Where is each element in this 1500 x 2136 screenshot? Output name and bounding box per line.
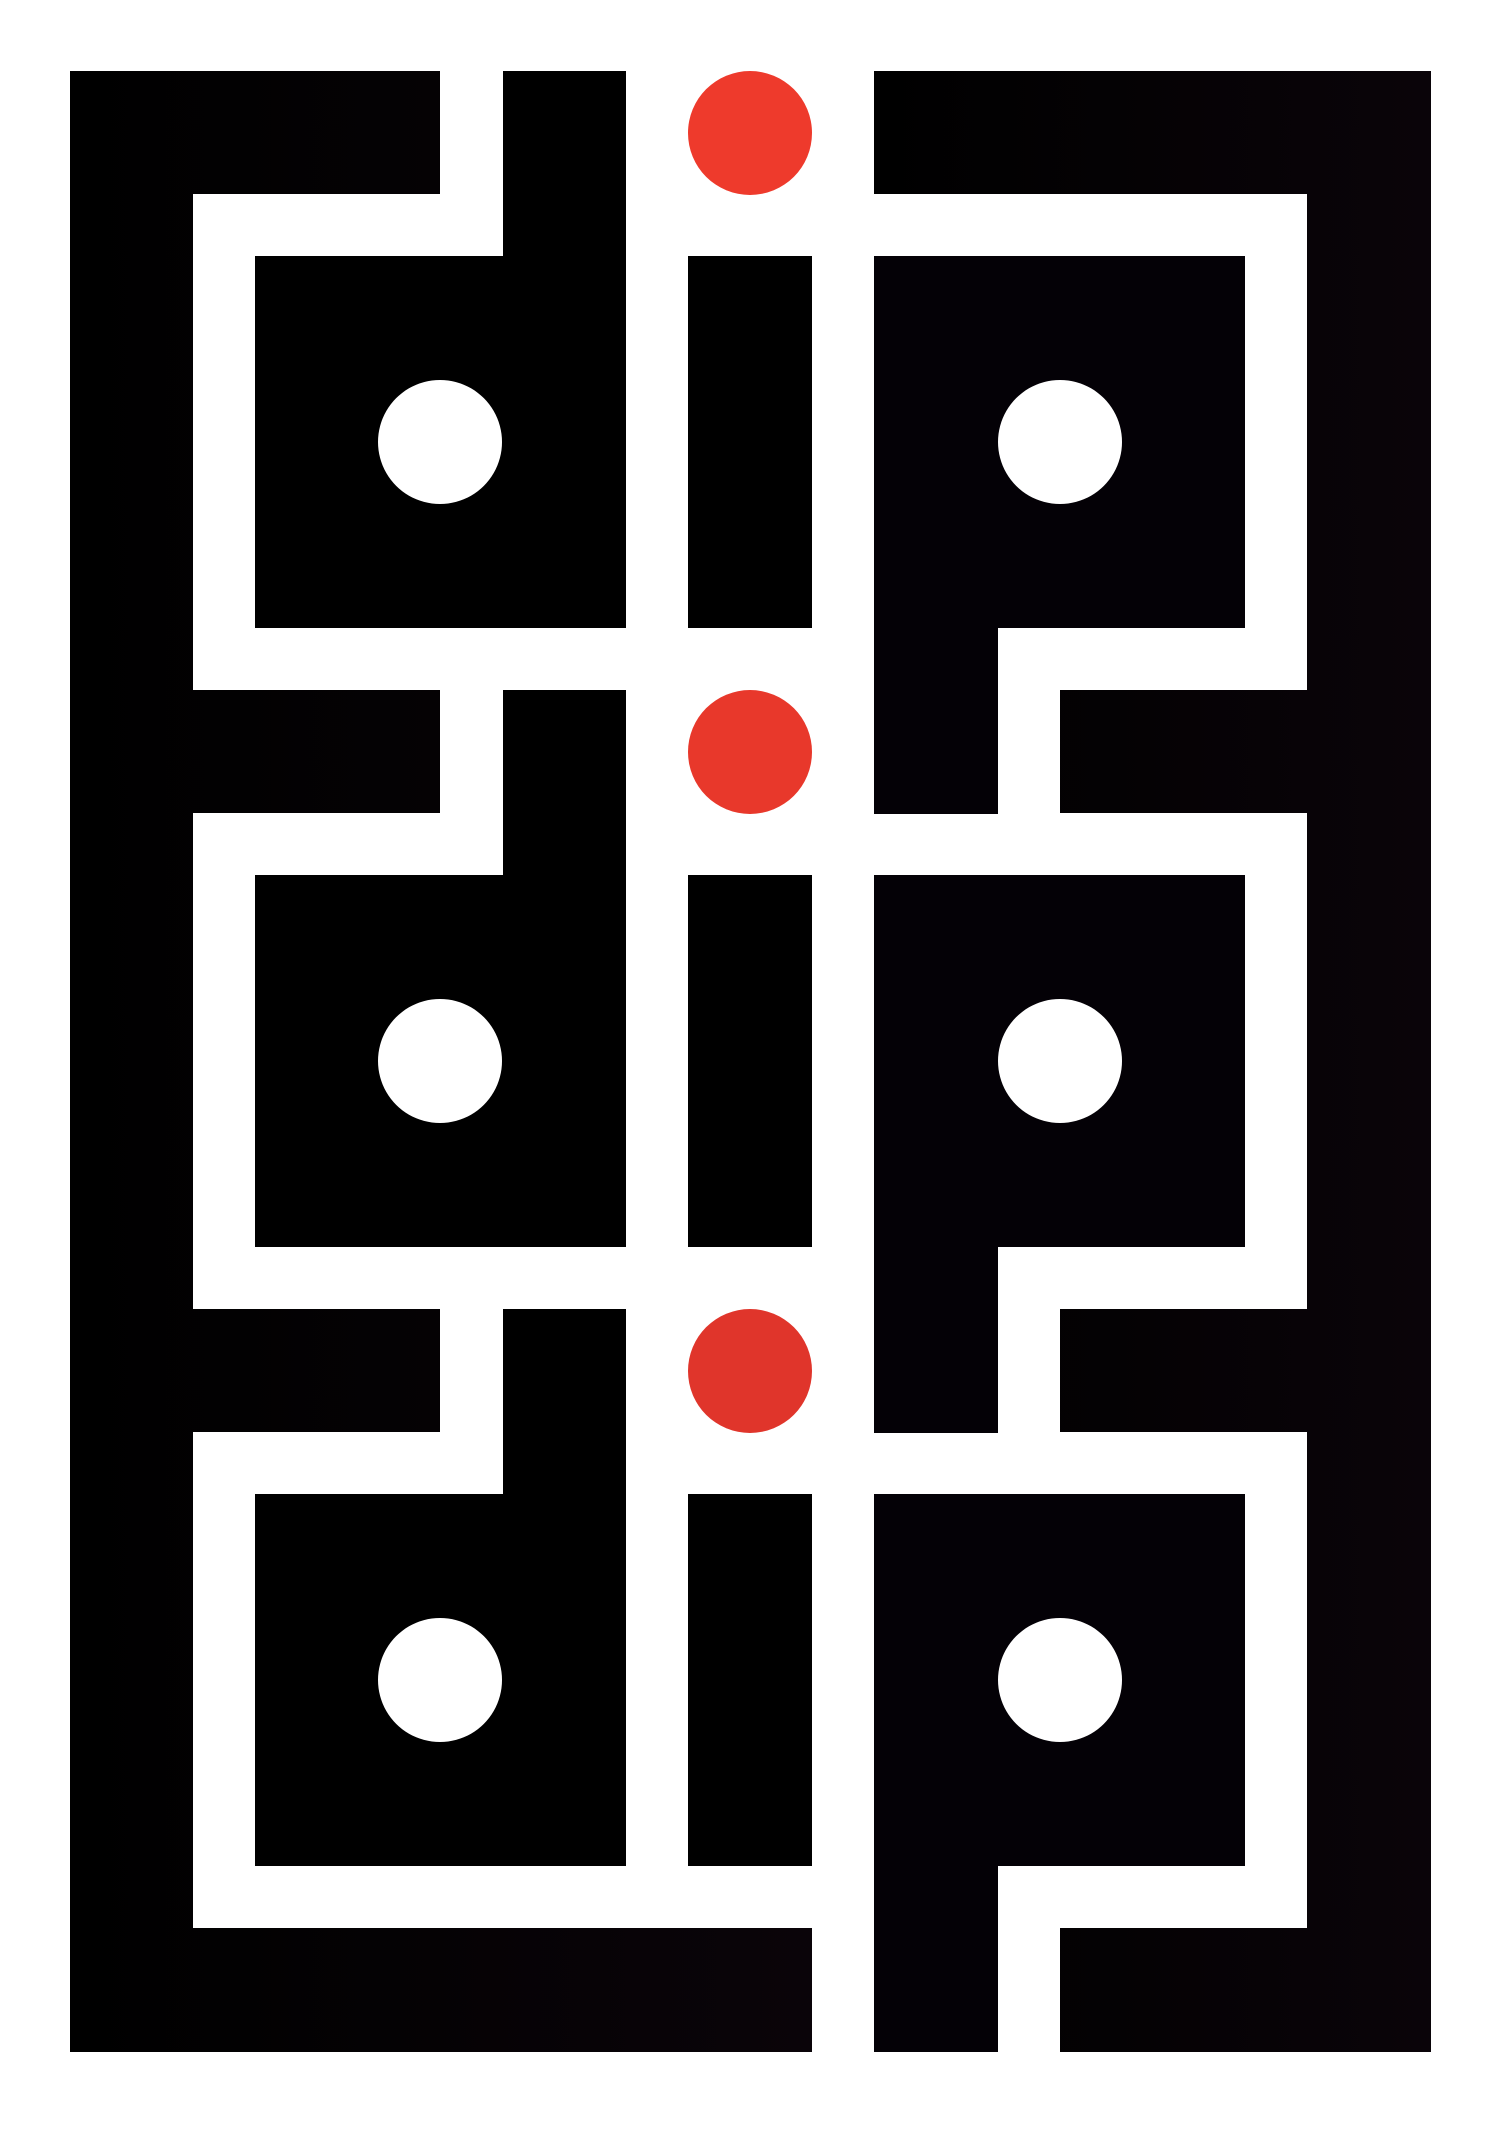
logo-row-3 bbox=[255, 1309, 1245, 2052]
logo-row-2 bbox=[255, 690, 1245, 1433]
logo-frame-left bbox=[70, 71, 812, 2052]
letter-d-1 bbox=[255, 71, 626, 628]
letter-d-3 bbox=[255, 1309, 626, 1866]
dot-red-1 bbox=[688, 71, 812, 195]
dot-red-2 bbox=[688, 690, 812, 814]
letter-i-stem-3 bbox=[688, 1494, 812, 1866]
letter-p-1 bbox=[874, 256, 1245, 814]
logo-frame-right bbox=[874, 71, 1431, 2052]
logo-row-1 bbox=[255, 71, 1245, 814]
letter-p-3 bbox=[874, 1494, 1245, 2052]
letter-i-stem-2 bbox=[688, 875, 812, 1247]
dot-red-3 bbox=[688, 1309, 812, 1433]
letter-p-2 bbox=[874, 875, 1245, 1433]
letter-d-2 bbox=[255, 690, 626, 1247]
letter-i-stem-1 bbox=[688, 256, 812, 628]
